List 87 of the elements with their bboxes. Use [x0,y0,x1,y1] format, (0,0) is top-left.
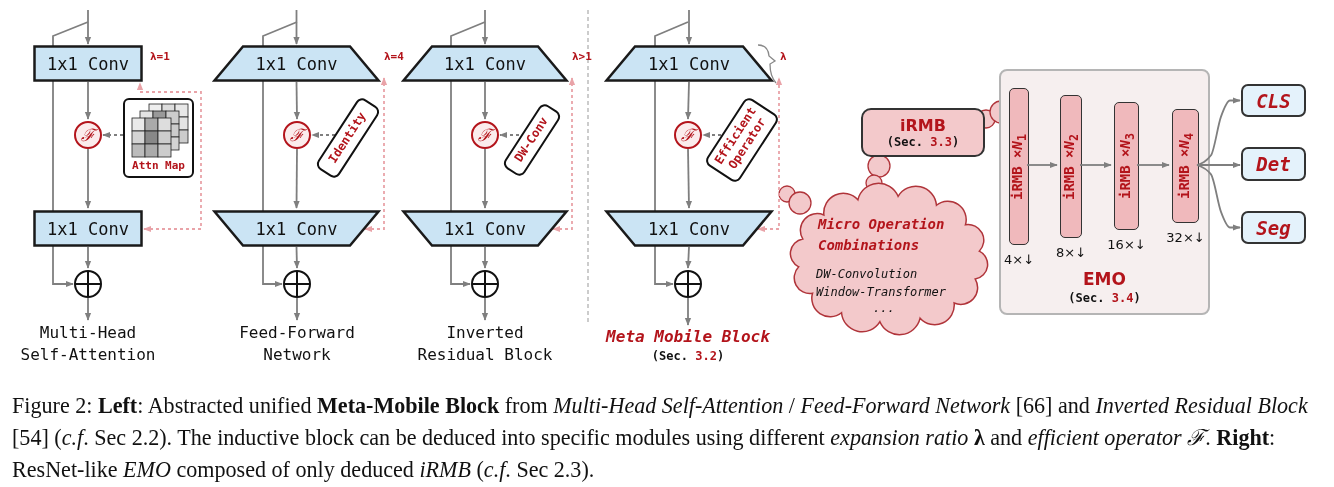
block-name: iRMB [900,116,946,135]
sum-symbol [674,270,702,298]
block-label: 1x1 Conv [444,218,526,239]
operator-circle [674,121,702,149]
cloud-item: Window-Transformer [816,285,947,299]
arrow [293,148,300,209]
arrow [684,297,692,326]
task-name: Det [1256,153,1291,175]
dashed-arrow [757,77,783,233]
arrow [1196,164,1241,231]
arrow [685,148,693,209]
stage-container [999,69,1210,315]
model-name: EMO [1083,269,1126,289]
arrow [84,297,92,321]
arrow [685,9,693,45]
cloud-item: ... [873,301,895,315]
attention-map-panel [123,98,194,178]
arrow [293,9,300,45]
block-caption: Feed-Forward Network [238,322,356,366]
cloud-title: Micro Operation Combinations [818,215,946,255]
dashed-arrow [364,77,388,233]
task-name: CLS [1256,89,1291,112]
arrow [481,148,489,209]
block-label: 1x1 Conv [47,218,129,239]
arrow [481,297,489,321]
sum-symbol [74,270,102,298]
downsample-label: 16×↓ [1107,237,1146,252]
arrow [293,297,301,321]
expansion-ratio-label: λ>1 [572,50,592,63]
arrow [293,246,301,269]
arrow [1196,161,1241,169]
section-ref: (Sec. 3.2) [651,349,725,363]
conv-block [33,210,143,247]
block-caption: Inverted Residual Block [416,322,554,366]
block-label: 1x1 Conv [47,53,129,74]
block-label: 1x1 Conv [648,53,730,74]
dashed-arrow [552,77,576,233]
arrow [481,9,489,45]
arrow [1026,161,1058,169]
arrow [293,81,301,120]
task-name: Seg [1256,216,1291,239]
conv-block [402,210,568,247]
figure-caption: Figure 2: Left: Abstracted unified Meta-Mobile Block from Multi-Head Self-Attention / Feed-Forward Network [66] and Inverted Residual Block [54] (c.f. Sec 2.2). The inductive block can be deduced into specific modules using different expansion ratio λ and efficient operator ℱ. Right: ResNet-like EMO composed of only deduced iRMB (c.f. Sec 2.3). [12,392,1309,484]
downsample-label: 32×↓ [1166,230,1205,245]
operator-circle [471,121,499,149]
arrow [1196,97,1241,166]
conv-block [605,210,773,247]
expansion-ratio-label: λ=4 [384,50,404,63]
cloud-item: DW-Convolution [816,267,918,281]
arrow [481,246,489,269]
expansion-ratio-label: λ=1 [150,50,170,63]
output-box [1241,147,1306,181]
arrow [84,81,92,120]
arrow [84,246,92,269]
arrow [685,246,692,269]
downsample-label: 4×↓ [1003,252,1035,267]
section-ref: (Sec. 3.3) [886,135,960,149]
section-ref: (Sec. 3.4) [1068,291,1141,305]
downsample-label: 8×↓ [1055,245,1087,260]
block-label: 1x1 Conv [648,218,730,239]
block-label: 1x1 Conv [255,218,338,239]
arrow [685,81,692,120]
conv-block [213,45,380,82]
sum-symbol [283,270,311,298]
operator-circle [283,121,311,149]
dashed-arrow [102,131,124,139]
conv-block [605,45,773,82]
sum-symbol [471,270,499,298]
conv-block [33,45,143,82]
block-label: 1x1 Conv [444,53,526,74]
output-box [1241,211,1306,244]
expansion-ratio-label: λ [780,50,787,63]
panel-label: Attn Map [132,159,185,172]
arrow [84,9,92,45]
output-box [1241,84,1306,117]
arrow [481,81,489,120]
conv-block [402,45,568,82]
dashed-arrow [136,82,202,233]
arrow [1079,161,1112,169]
arrow [1136,161,1170,169]
block-card [861,108,985,157]
block-caption: Multi-Head Self-Attention [19,322,157,366]
block-label: 1x1 Conv [255,53,338,74]
conv-block [213,210,380,247]
block-title: Meta Mobile Block [606,327,770,346]
arrow [84,148,92,209]
operator-circle [74,121,102,149]
